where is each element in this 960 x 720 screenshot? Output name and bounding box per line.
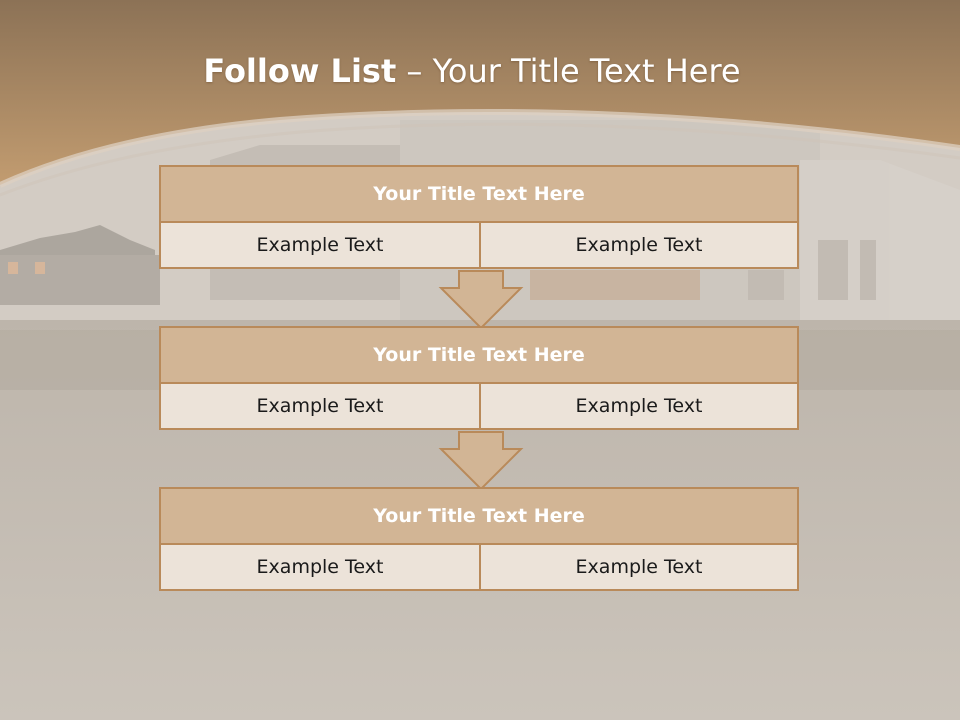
slide-title: Follow List – Your Title Text Here bbox=[0, 52, 944, 90]
title-rest-part: – Your Title Text Here bbox=[396, 52, 741, 90]
down-arrow-icon bbox=[438, 270, 524, 330]
title-bold-part: Follow List bbox=[203, 52, 397, 90]
block-title: Your Title Text Here bbox=[161, 167, 797, 223]
block-right-text: Example Text bbox=[575, 395, 703, 417]
list-block-3: Your Title Text Here Example Text Exampl… bbox=[159, 487, 799, 591]
down-arrow-icon bbox=[438, 431, 524, 491]
block-right-text: Example Text bbox=[575, 556, 703, 578]
block-title: Your Title Text Here bbox=[161, 328, 797, 384]
block-right-text: Example Text bbox=[575, 234, 703, 256]
block-left-text: Example Text bbox=[161, 384, 481, 428]
block-left-text: Example Text bbox=[161, 545, 481, 589]
block-title: Your Title Text Here bbox=[161, 489, 797, 545]
block-left-text: Example Text bbox=[161, 223, 481, 267]
list-block-1: Your Title Text Here Example Text Exampl… bbox=[159, 165, 799, 269]
list-block-2: Your Title Text Here Example Text Exampl… bbox=[159, 326, 799, 430]
